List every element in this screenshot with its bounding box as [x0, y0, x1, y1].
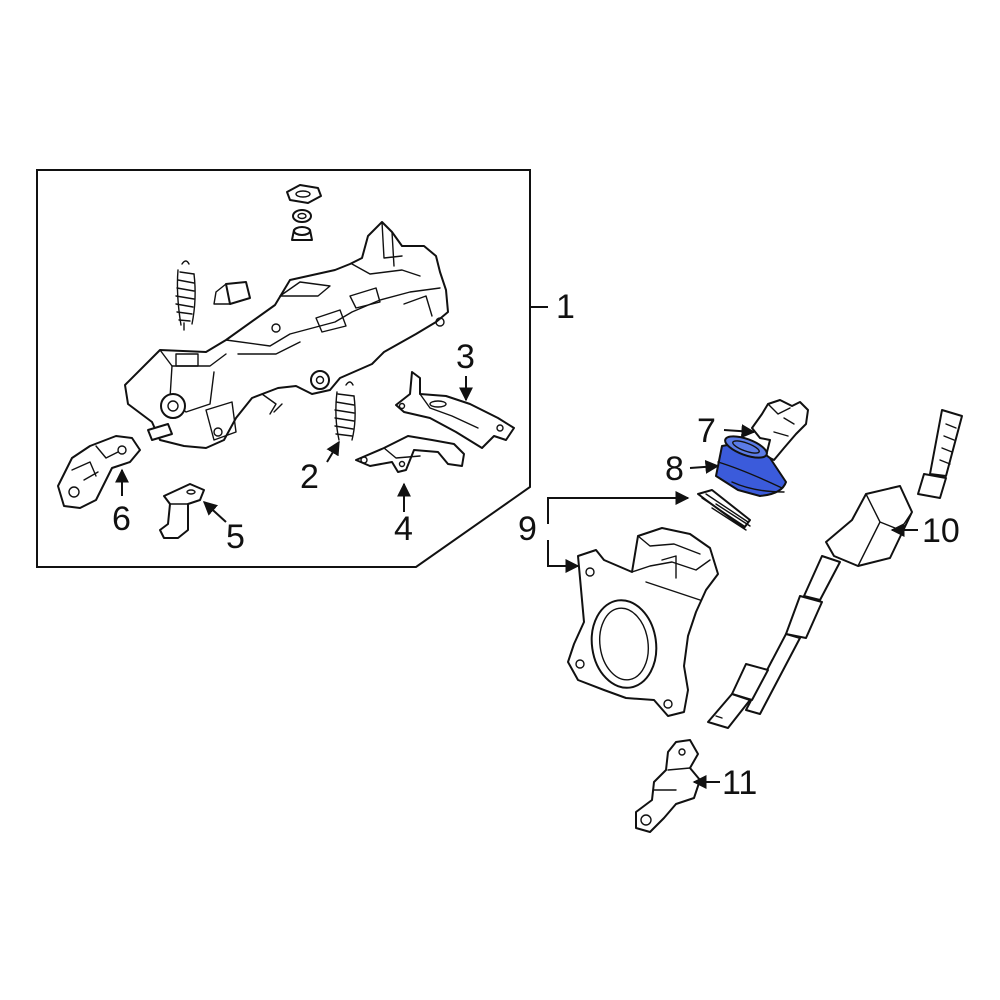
assembly-frame: [36, 169, 531, 568]
steering-column-body: [124, 221, 449, 449]
callout-7: 7: [697, 412, 716, 450]
seal-rings: [697, 489, 751, 531]
leader-9b: [547, 540, 580, 573]
clip-7: [751, 399, 809, 461]
callout-1: 1: [556, 288, 575, 326]
callout-8: 8: [665, 450, 684, 488]
u-joint-11: [635, 739, 701, 833]
callout-10: 10: [922, 512, 960, 550]
leader-2: [326, 440, 340, 463]
callout-4: 4: [394, 510, 413, 548]
nut-washer-stack: [286, 184, 322, 241]
callout-9: 9: [518, 510, 537, 548]
bracket-5: [159, 483, 205, 539]
leader-5: [202, 501, 227, 523]
callout-5: 5: [226, 518, 245, 556]
boot-8-highlighted: [715, 435, 787, 497]
u-joint-6: [57, 435, 141, 509]
leader-8: [689, 459, 720, 474]
callout-3: 3: [456, 338, 475, 376]
leader-9: [547, 491, 690, 524]
housing-9: [567, 527, 719, 717]
callout-2: 2: [300, 458, 319, 496]
spring-upper: [175, 260, 196, 331]
callout-6: 6: [112, 500, 131, 538]
bracket-4: [355, 435, 465, 473]
callout-11: 11: [722, 764, 757, 802]
spring-lower: [334, 381, 356, 441]
bracket-3: [395, 371, 515, 449]
leader-7: [723, 424, 756, 439]
intermediate-shaft-10: [707, 409, 963, 729]
